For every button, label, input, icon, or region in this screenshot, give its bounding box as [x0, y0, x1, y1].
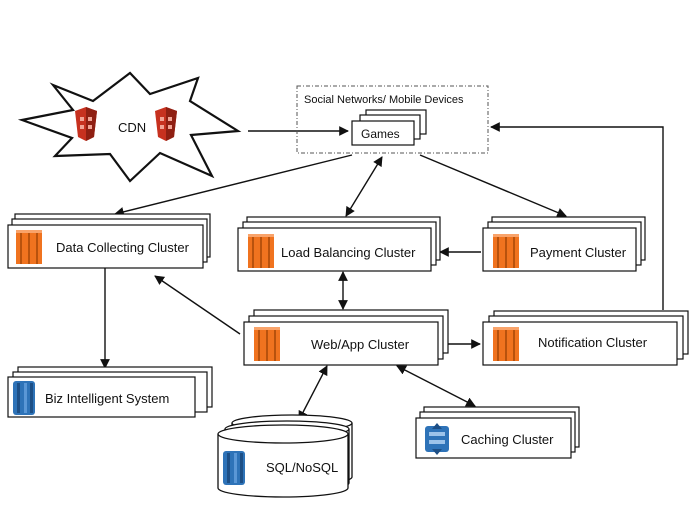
arrow-web-app-sql	[298, 365, 328, 421]
connectors	[100, 122, 664, 421]
arrow-games-to-data-collecting	[114, 154, 353, 217]
database-icon	[223, 451, 245, 485]
cdn-node: CDN	[17, 71, 242, 183]
s3-bucket-icon	[75, 107, 97, 141]
load-balancing-cluster[interactable]: Load Balancing Cluster	[237, 216, 441, 272]
payment-label: Payment Cluster	[530, 245, 627, 260]
sql-label: SQL/NoSQL	[266, 460, 338, 475]
web-app-label: Web/App Cluster	[311, 337, 410, 352]
data-collecting-label: Data Collecting Cluster	[56, 240, 190, 255]
frame-label: Social Networks/ Mobile Devices	[304, 94, 464, 106]
web-app-cluster[interactable]: Web/App Cluster	[243, 309, 449, 366]
cdn-label: CDN	[118, 120, 146, 135]
ec2-instance-icon	[248, 234, 274, 268]
ec2-instance-icon	[254, 327, 280, 361]
elasticache-icon	[425, 423, 449, 455]
payment-cluster[interactable]: Payment Cluster	[482, 216, 646, 272]
arrow-games-load-balancing	[345, 156, 383, 217]
arrow-notification-to-games	[490, 122, 664, 310]
ec2-instance-icon	[493, 327, 519, 361]
caching-cluster[interactable]: Caching Cluster	[415, 406, 580, 459]
sql-nosql-store[interactable]: SQL/NoSQL	[217, 414, 353, 498]
biz-label: Biz Intelligent System	[45, 391, 169, 406]
load-balancing-label: Load Balancing Cluster	[281, 245, 416, 260]
ec2-instance-icon	[493, 234, 519, 268]
arrow-web-app-to-data-collecting	[154, 275, 241, 335]
data-collecting-cluster[interactable]: Data Collecting Cluster	[7, 213, 211, 269]
database-icon	[13, 381, 35, 415]
arrow-web-app-caching	[396, 365, 476, 407]
social-networks-frame: Social Networks/ Mobile Devices	[296, 85, 489, 154]
notification-cluster[interactable]: Notification Cluster	[482, 310, 689, 366]
ec2-instance-icon	[16, 230, 42, 264]
games-node[interactable]: Games	[351, 109, 427, 146]
biz-intelligent-system[interactable]: Biz Intelligent System	[7, 366, 213, 418]
arrow-games-to-payment	[419, 154, 567, 218]
s3-bucket-icon	[155, 107, 177, 141]
notification-label: Notification Cluster	[538, 335, 648, 350]
cdn-starburst	[17, 71, 242, 183]
games-label: Games	[361, 127, 400, 141]
caching-label: Caching Cluster	[461, 432, 554, 447]
